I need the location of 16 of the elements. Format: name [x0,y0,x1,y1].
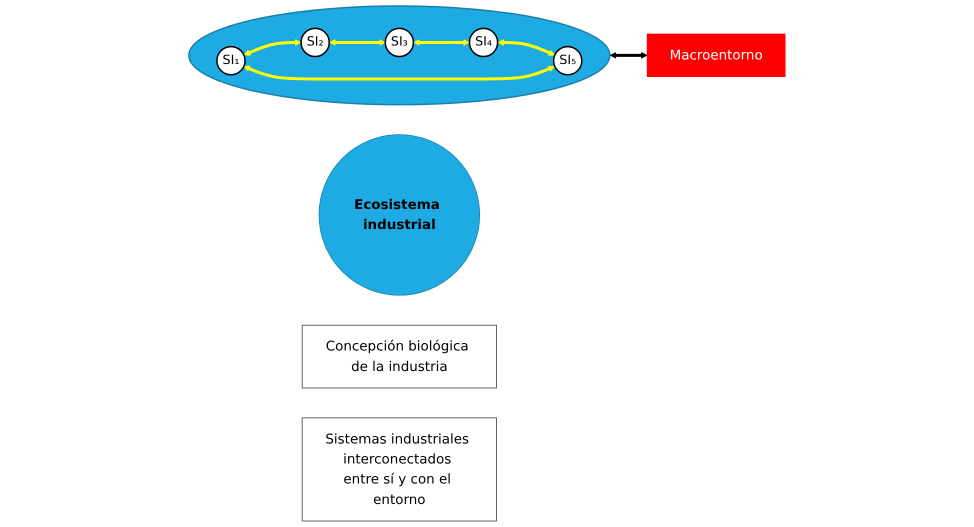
node-circle: Ecosistema industrial [318,134,480,296]
node-circle: SI₅ [552,46,583,76]
arrow [244,39,302,56]
arrow [498,39,556,56]
arrow [329,39,386,46]
node-box: Concepción biológica de la industria [302,324,497,388]
node-circle: SI₂ [300,28,330,58]
node-box: Macroentorno [646,34,786,77]
arrow [610,52,648,59]
node-box: Sistemas industriales interconectados entre sí y con el entorno [302,418,497,522]
arrow [244,66,555,80]
node-circle: SI₃ [384,28,414,58]
node-circle: SI₁ [216,46,246,76]
cluster [188,5,611,106]
node-circle: SI₄ [468,28,498,58]
arrow [413,39,470,46]
